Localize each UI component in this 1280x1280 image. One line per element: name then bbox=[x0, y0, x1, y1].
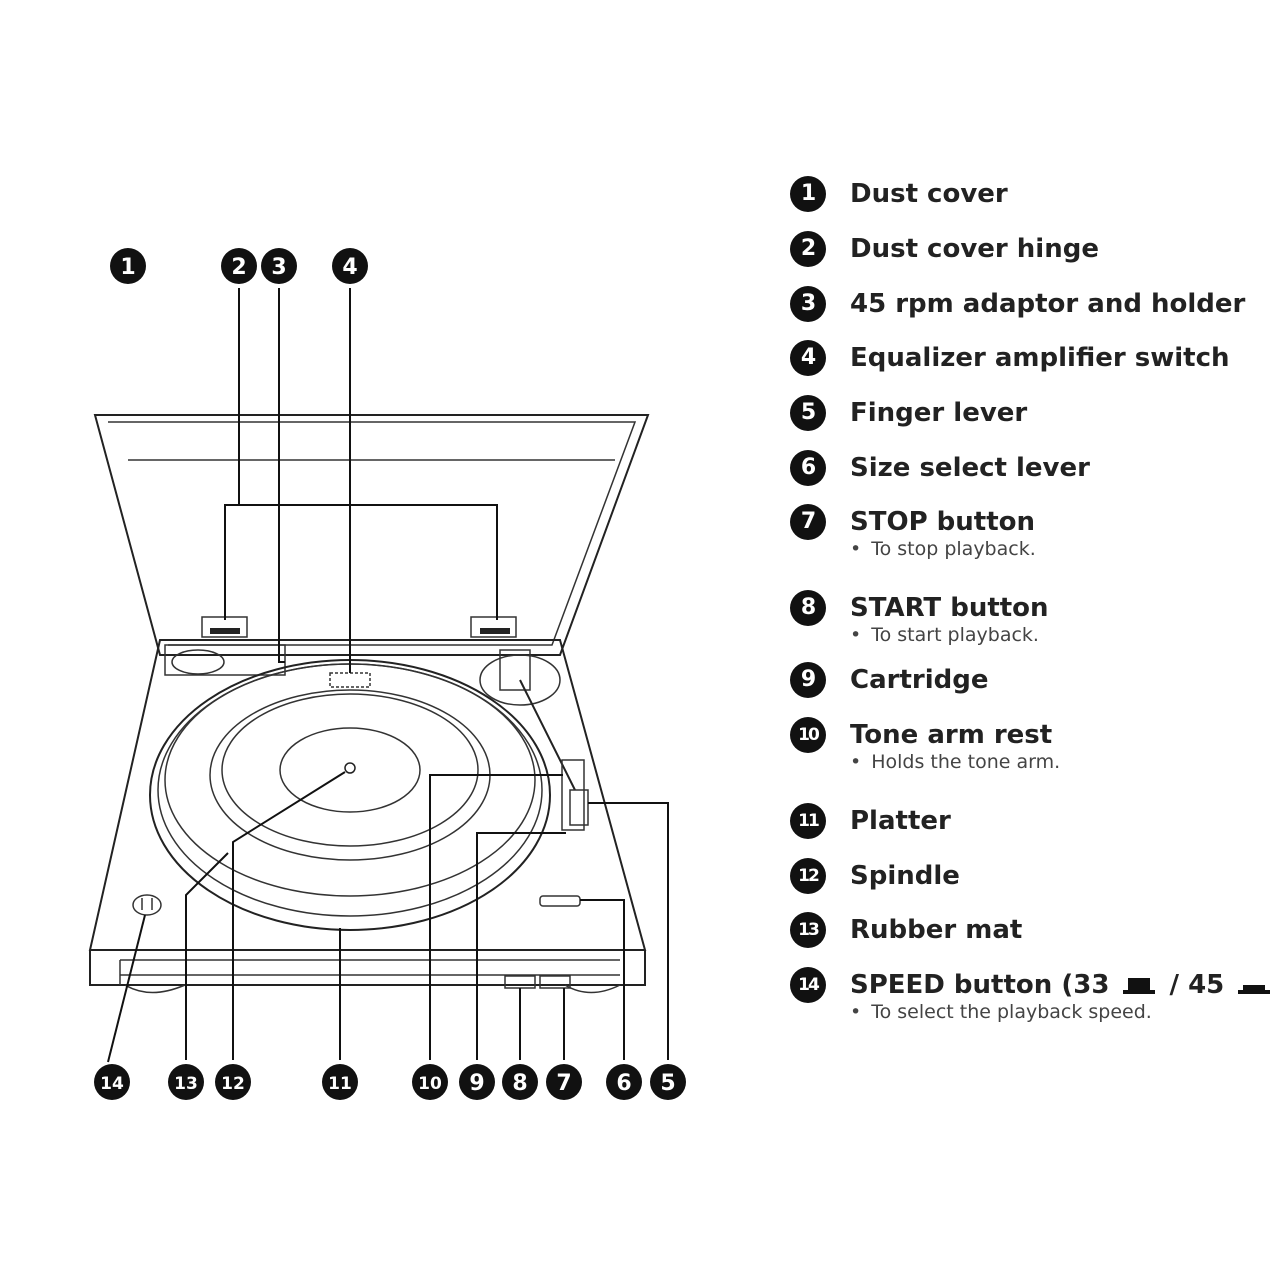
legend-note: Holds the tone arm. bbox=[850, 751, 1270, 773]
svg-text:5: 5 bbox=[660, 1071, 675, 1096]
legend-badge: 11 bbox=[790, 803, 826, 839]
svg-text:4: 4 bbox=[342, 255, 357, 280]
callout-4: 4 bbox=[332, 248, 368, 284]
legend-label: Finger lever bbox=[850, 398, 1028, 428]
legend-note: To start playback. bbox=[850, 624, 1270, 646]
speed-label-mid: / 45 bbox=[1160, 970, 1225, 1000]
legend-item-13: 13 Rubber mat bbox=[790, 908, 1270, 963]
legend-label: Dust cover bbox=[850, 179, 1008, 209]
legend-label: SPEED button (33 / 45 ) bbox=[850, 963, 1271, 1007]
legend-item-7: 7 STOP button To stop playback. bbox=[790, 500, 1270, 586]
legend-note: To stop playback. bbox=[850, 538, 1270, 560]
legend-badge: 10 bbox=[790, 717, 826, 753]
platter-drawing bbox=[149, 659, 551, 931]
legend-label: Rubber mat bbox=[850, 915, 1023, 945]
legend-item-5: 5 Finger lever bbox=[790, 391, 1270, 446]
legend-badge: 12 bbox=[790, 858, 826, 894]
callout-13: 13 bbox=[168, 1064, 204, 1100]
legend-badge: 8 bbox=[790, 590, 826, 626]
speed-45-icon bbox=[1238, 984, 1271, 994]
legend-label: Size select lever bbox=[850, 453, 1090, 483]
legend-badge: 5 bbox=[790, 395, 826, 431]
speed-33-icon bbox=[1123, 977, 1156, 994]
legend-item-11: 11 Platter bbox=[790, 799, 1270, 854]
speed-label-end: ) bbox=[1275, 970, 1280, 1000]
legend-item-8: 8 START button To start playback. bbox=[790, 586, 1270, 658]
svg-text:6: 6 bbox=[616, 1071, 631, 1096]
legend-badge: 3 bbox=[790, 286, 826, 322]
turntable-base-drawing bbox=[88, 639, 647, 994]
legend-badge: 9 bbox=[790, 662, 826, 698]
legend-item-4: 4 Equalizer amplifier switch bbox=[790, 336, 1270, 391]
svg-text:3: 3 bbox=[271, 255, 286, 280]
callout-1: 1 bbox=[110, 248, 146, 284]
svg-text:13: 13 bbox=[174, 1074, 198, 1094]
legend-badge: 7 bbox=[790, 504, 826, 540]
legend-item-3: 3 45 rpm adaptor and holder bbox=[790, 282, 1270, 336]
svg-text:12: 12 bbox=[221, 1074, 245, 1094]
callout-10: 10 bbox=[412, 1064, 448, 1100]
callout-12: 12 bbox=[215, 1064, 251, 1100]
callout-3: 3 bbox=[261, 248, 297, 284]
svg-text:10: 10 bbox=[418, 1074, 442, 1094]
legend-label: Tone arm rest bbox=[850, 720, 1053, 750]
legend-item-2: 2 Dust cover hinge bbox=[790, 227, 1270, 282]
callout-6: 6 bbox=[606, 1064, 642, 1100]
callout-7: 7 bbox=[546, 1064, 582, 1100]
legend-item-6: 6 Size select lever bbox=[790, 446, 1270, 500]
legend-label: Platter bbox=[850, 806, 951, 836]
svg-text:9: 9 bbox=[469, 1071, 484, 1096]
legend-item-10: 10 Tone arm rest Holds the tone arm. bbox=[790, 713, 1270, 799]
legend-label: 45 rpm adaptor and holder bbox=[850, 289, 1246, 319]
legend-badge: 1 bbox=[790, 176, 826, 212]
speed-label-start: SPEED button (33 bbox=[850, 970, 1110, 1000]
callout-11: 11 bbox=[322, 1064, 358, 1100]
dust-cover-drawing bbox=[93, 414, 650, 656]
callout-2: 2 bbox=[221, 248, 257, 284]
leader-lines bbox=[107, 288, 669, 1063]
svg-text:7: 7 bbox=[556, 1071, 571, 1096]
legend-badge: 13 bbox=[790, 912, 826, 948]
callout-badges: 1 2 3 4 14 13 12 11 10 9 8 7 6 5 bbox=[94, 248, 686, 1100]
callout-14: 14 bbox=[94, 1064, 130, 1100]
legend-label: Dust cover hinge bbox=[850, 234, 1099, 264]
legend-item-12: 12 Spindle bbox=[790, 854, 1270, 908]
legend-badge: 14 bbox=[790, 967, 826, 1003]
callout-9: 9 bbox=[459, 1064, 495, 1100]
svg-text:1: 1 bbox=[120, 255, 135, 280]
parts-legend: 1 Dust cover 2 Dust cover hinge 3 45 rpm… bbox=[790, 172, 1271, 1023]
legend-badge: 2 bbox=[790, 231, 826, 267]
legend-label: START button bbox=[850, 593, 1049, 623]
legend-item-9: 9 Cartridge bbox=[790, 658, 1270, 713]
svg-text:11: 11 bbox=[328, 1074, 352, 1094]
legend-note: To select the playback speed. bbox=[850, 1001, 1270, 1023]
legend-label: STOP button bbox=[850, 507, 1036, 537]
legend-label: Spindle bbox=[850, 861, 960, 891]
legend-badge: 6 bbox=[790, 450, 826, 486]
legend-label: Equalizer amplifier switch bbox=[850, 343, 1230, 373]
legend-badge: 4 bbox=[790, 340, 826, 376]
legend-item-1: 1 Dust cover bbox=[790, 172, 1270, 227]
tone-arm-drawing bbox=[132, 649, 589, 989]
callout-5: 5 bbox=[650, 1064, 686, 1100]
callout-8: 8 bbox=[502, 1064, 538, 1100]
svg-text:14: 14 bbox=[100, 1074, 124, 1094]
legend-label: Cartridge bbox=[850, 665, 989, 695]
legend-item-14: 14 SPEED button (33 / 45 ) To select the… bbox=[790, 963, 1271, 1023]
svg-text:2: 2 bbox=[231, 255, 246, 280]
svg-text:8: 8 bbox=[512, 1071, 527, 1096]
